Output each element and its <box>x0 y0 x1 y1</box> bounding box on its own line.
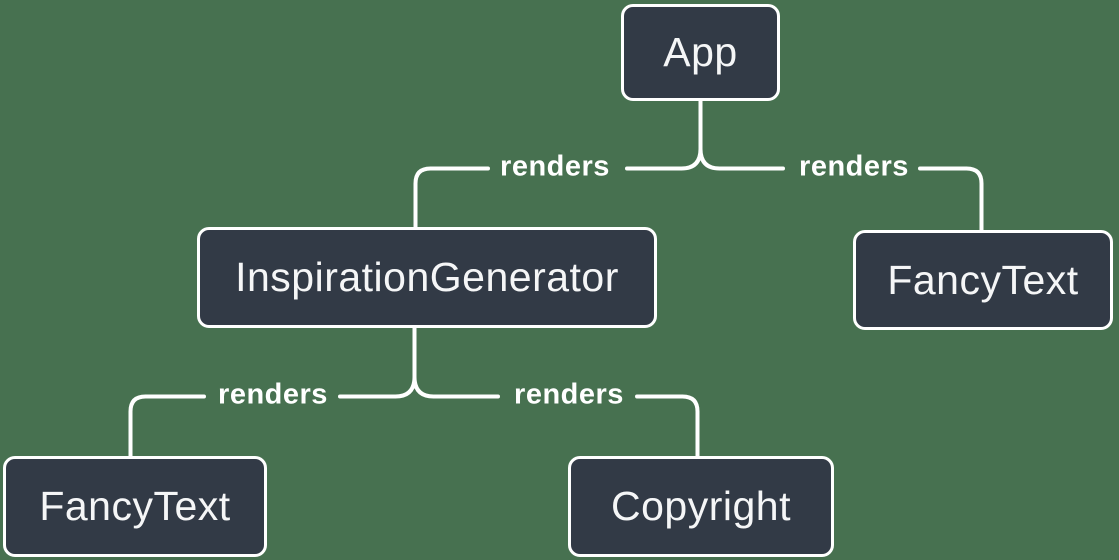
edge-label-inspirationgenerator-fancytext: renders <box>218 378 328 411</box>
edge-label-app-inspirationgenerator: renders <box>500 150 610 183</box>
edge-app-fork-right <box>698 99 785 171</box>
edge-app-to-inspirationgenerator <box>413 166 490 229</box>
edge-inspirationgenerator-fork-left <box>338 326 417 399</box>
node-copyright-label: Copyright <box>611 483 791 529</box>
edge-inspirationgenerator-to-fancytext <box>128 394 206 458</box>
node-app-label: App <box>663 29 738 75</box>
edge-label-app-fancytext: renders <box>799 150 909 183</box>
edge-label-inspirationgenerator-copyright: renders <box>514 378 624 411</box>
edge-app-to-fancytext <box>918 166 984 232</box>
edge-inspirationgenerator-to-copyright <box>635 394 700 458</box>
node-fancy-text-bottom-left: FancyText <box>3 456 267 557</box>
node-app: App <box>621 4 780 101</box>
node-inspiration-generator: InspirationGenerator <box>197 227 657 328</box>
node-fancy-text-top-right: FancyText <box>853 230 1113 330</box>
node-copyright: Copyright <box>568 456 834 557</box>
node-fancy-text-bottom-left-label: FancyText <box>39 483 231 529</box>
node-fancy-text-top-right-label: FancyText <box>887 256 1079 303</box>
edge-app-fork-left <box>625 99 703 171</box>
edge-inspirationgenerator-fork-right <box>412 326 500 399</box>
node-inspiration-generator-label: InspirationGenerator <box>235 254 619 300</box>
